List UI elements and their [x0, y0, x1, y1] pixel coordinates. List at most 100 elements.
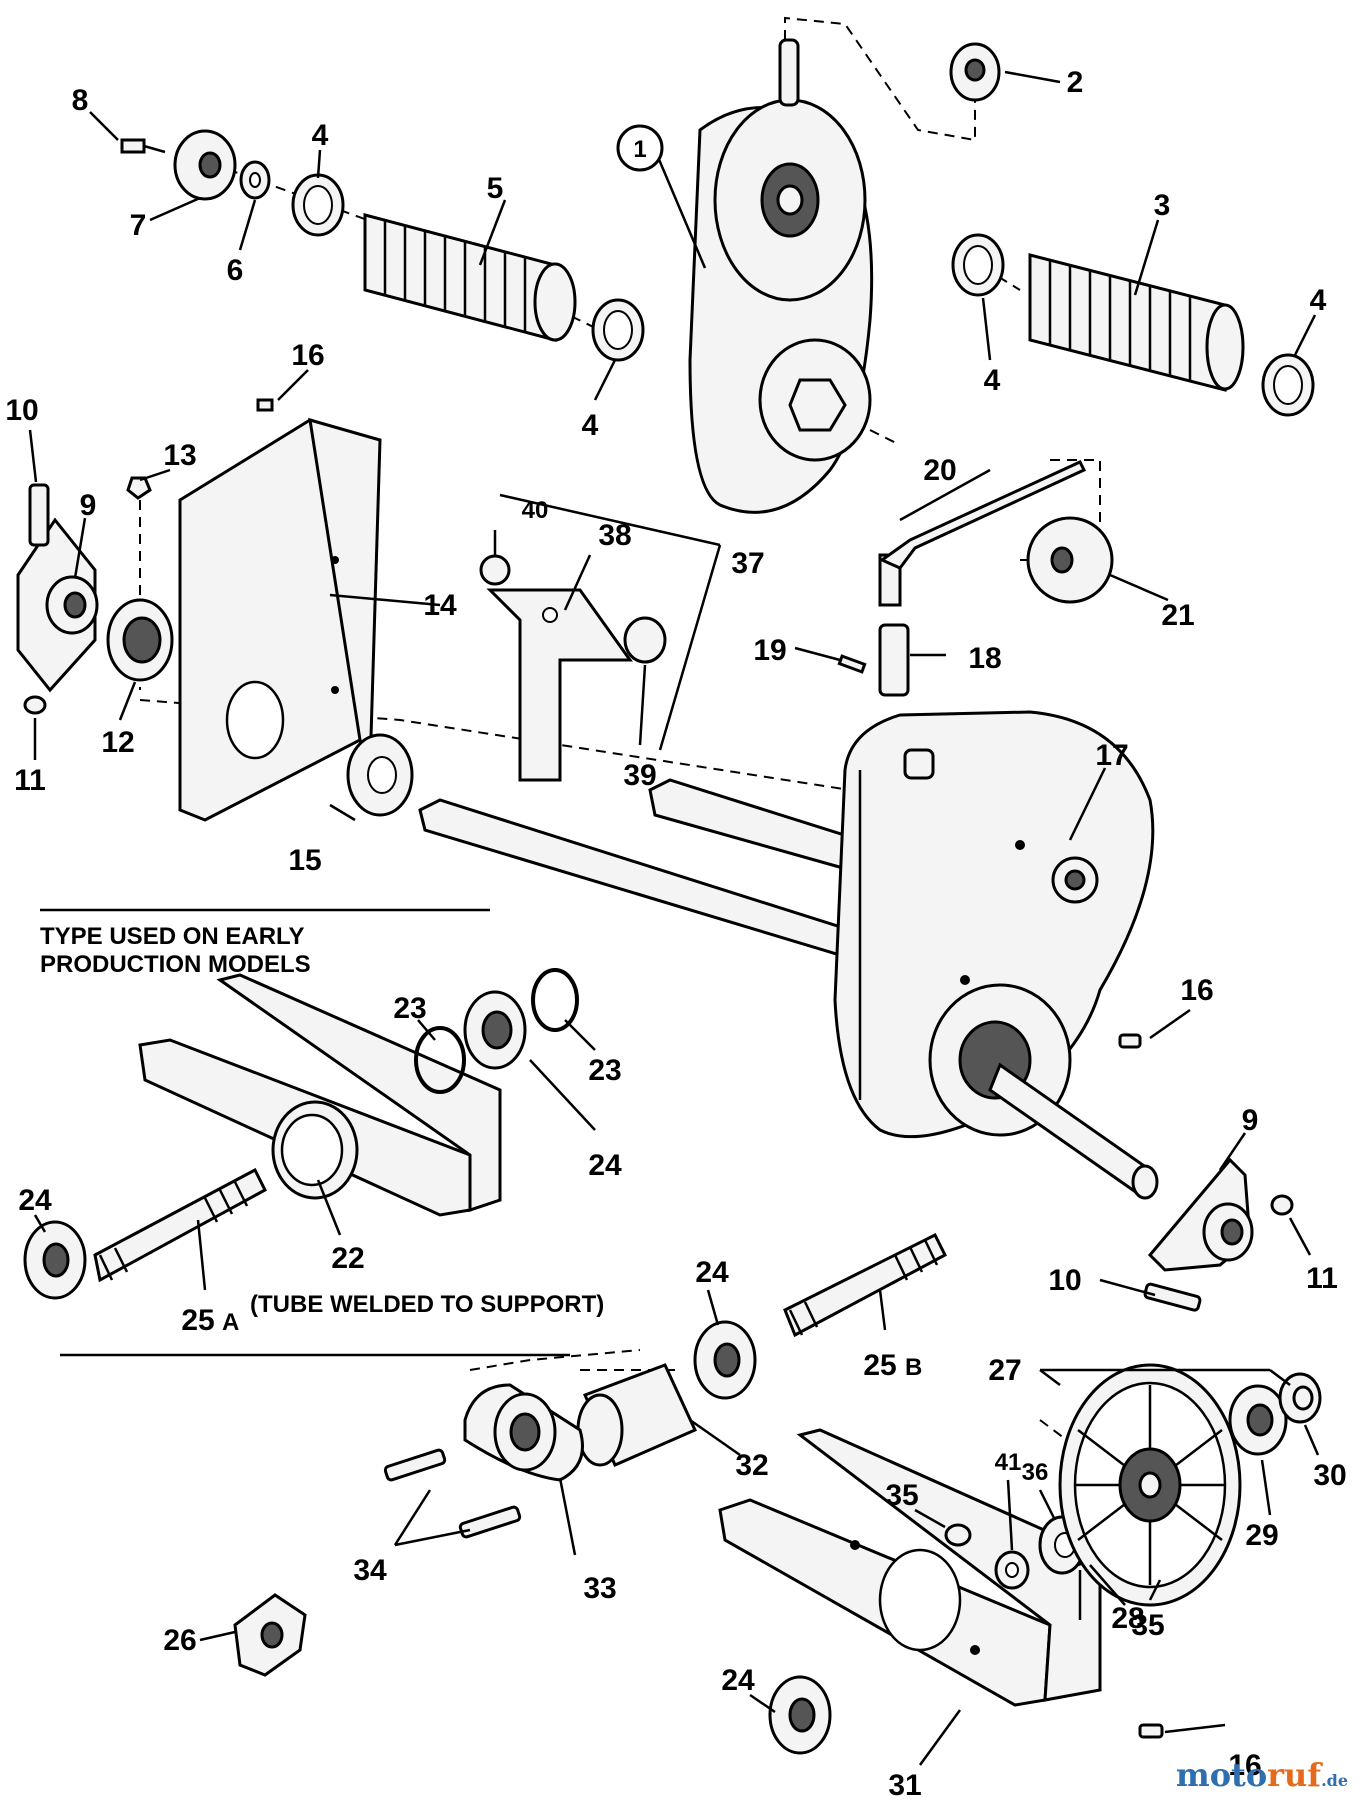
bearing-flange-right — [1147, 1157, 1254, 1272]
watermark-part1: moto — [1175, 1756, 1268, 1794]
watermark-part2: ruf — [1267, 1756, 1322, 1794]
callout-19: 19 — [753, 634, 786, 667]
ball-bearing-24-left — [23, 1220, 87, 1300]
bushing-39 — [623, 616, 667, 664]
callout-38: 38 — [598, 519, 631, 552]
callout-4-b: 4 — [582, 409, 599, 442]
callout-10-a: 10 — [5, 394, 38, 427]
axle-support-31 — [718, 1428, 1102, 1707]
callout-9-b: 9 — [1242, 1104, 1259, 1137]
notes: TYPE USED ON EARLY PRODUCTION MODELS (TU… — [40, 923, 604, 1318]
chain-case-housing — [688, 38, 874, 514]
callout-12: 12 — [101, 726, 134, 759]
callout-13: 13 — [163, 439, 196, 472]
hose-clamp-2 — [591, 298, 645, 362]
callout-25-b-suffix: B — [905, 1354, 922, 1381]
spacer-15 — [346, 733, 414, 817]
note-early-production-line1: TYPE USED ON EARLY — [40, 923, 305, 950]
callout-39: 39 — [623, 759, 656, 792]
nut-40 — [479, 554, 511, 586]
callout-36: 36 — [1022, 1459, 1049, 1486]
screw-16-bottom — [1138, 1723, 1164, 1739]
ball-bearing-24-mid — [693, 1320, 757, 1400]
roll-pin-19 — [837, 654, 867, 674]
nut-11-left — [23, 695, 47, 715]
callout-4-d: 4 — [1310, 284, 1327, 317]
note-early-production-line2: PRODUCTION MODELS — [40, 951, 311, 978]
bushing-32 — [576, 1363, 698, 1467]
callout-28: 28 — [1111, 1602, 1144, 1635]
callout-20: 20 — [923, 454, 956, 487]
callout-23-a: 23 — [393, 992, 426, 1025]
callout-24-c: 24 — [695, 1256, 729, 1289]
callout-25-a: 25 — [181, 1304, 214, 1337]
wing-nut-26 — [233, 1593, 307, 1677]
bolt-10-right — [1143, 1282, 1202, 1312]
callout-8: 8 — [72, 84, 89, 117]
bearing-29 — [1228, 1384, 1288, 1456]
washer-6 — [239, 160, 271, 200]
watermark-logo: motoruf.de — [1176, 1756, 1348, 1794]
callout-40: 40 — [522, 497, 549, 524]
hose-clamp-4 — [1261, 353, 1315, 417]
shift-knob-21 — [1026, 516, 1114, 604]
callout-33: 33 — [583, 1572, 616, 1605]
axle-support-22 — [138, 973, 502, 1217]
bushing-30 — [1278, 1372, 1322, 1424]
callout-5: 5 — [487, 172, 504, 205]
carriage-bolt-34-upper — [383, 1448, 447, 1482]
ball-bearing-24-upper — [463, 990, 527, 1070]
nut-35-upper — [944, 1523, 972, 1547]
callout-3: 3 — [1154, 189, 1171, 222]
callout-15: 15 — [288, 844, 321, 877]
callout-24-a: 24 — [588, 1149, 622, 1182]
callout-32: 32 — [735, 1449, 768, 1482]
retaining-ring-23-right — [531, 968, 579, 1032]
shift-lever-20 — [878, 460, 1087, 607]
bolt-10-left — [28, 483, 50, 547]
callout-11-b: 11 — [1306, 1262, 1338, 1295]
note-tube-welded: (TUBE WELDED TO SUPPORT) — [250, 1291, 604, 1318]
leader-lines — [28, 70, 1320, 1766]
axle-shaft — [418, 778, 862, 957]
callout-16-c: 16 — [1228, 1749, 1261, 1782]
callout-31: 31 — [888, 1769, 921, 1800]
ball-bearing-24-bottom — [768, 1675, 832, 1755]
callout-10-b: 10 — [1048, 1264, 1081, 1297]
washer-41 — [994, 1550, 1030, 1590]
callout-6: 6 — [227, 254, 244, 287]
callout-2: 2 — [1067, 66, 1084, 99]
callout-24-b: 24 — [18, 1184, 52, 1217]
callout-27: 27 — [988, 1354, 1021, 1387]
gearbox-housing-17 — [833, 710, 1159, 1200]
spacer-7 — [173, 129, 237, 201]
stub-axle-25a — [93, 1167, 267, 1283]
callout-16-a: 16 — [291, 339, 324, 372]
callout-21: 21 — [1161, 599, 1194, 632]
shift-knob-small — [949, 42, 1001, 102]
callout-34: 34 — [353, 1554, 387, 1587]
stub-axle-25b — [783, 1232, 947, 1338]
pulley-28 — [1058, 1363, 1242, 1607]
retaining-ring-23-left — [414, 1026, 466, 1094]
nut-11-right — [1270, 1194, 1294, 1216]
screw-16-top — [256, 398, 274, 412]
callout-7: 7 — [130, 209, 147, 242]
callout-11-a: 11 — [14, 764, 46, 797]
watermark-suffix: .de — [1321, 1771, 1348, 1790]
screw-13 — [126, 476, 152, 500]
callout-25-a-suffix: A — [222, 1309, 239, 1336]
bellows-boot-left — [363, 213, 577, 342]
callout-4-a: 4 — [312, 119, 329, 152]
callout-22: 22 — [331, 1242, 364, 1275]
ball-bearing-12 — [106, 598, 174, 682]
callout-29: 29 — [1245, 1519, 1278, 1552]
callout-14: 14 — [423, 589, 457, 622]
screw-16-gearbox — [1118, 1033, 1142, 1049]
callout-labels: 1 2 3 4 4 4 4 5 6 7 8 9 9 10 10 11 11 12… — [5, 66, 1346, 1800]
callout-16-b: 16 — [1180, 974, 1213, 1007]
bearing-flange-33 — [463, 1383, 584, 1482]
callout-30: 30 — [1313, 1459, 1346, 1492]
callout-24-d: 24 — [721, 1664, 755, 1697]
